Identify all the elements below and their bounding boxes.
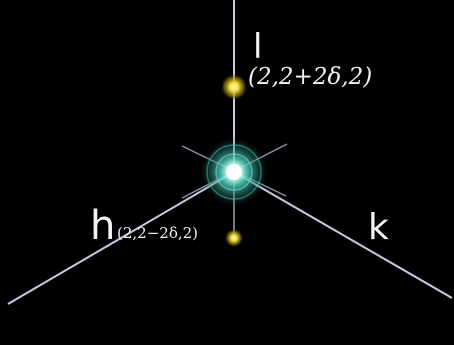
central-peak-core: [226, 164, 242, 180]
upper-satellite-peak: [221, 74, 247, 100]
k-axis-line: [234, 172, 452, 298]
h-axis-label: h: [90, 206, 115, 246]
lower-satellite-peak: [225, 229, 243, 247]
k-axis-label: k: [368, 210, 389, 246]
lower-peak-coordinate: (2,2−2δ,2): [117, 226, 198, 241]
upper-peak-coordinate: (2,2+2δ,2): [248, 66, 372, 89]
l-axis-label: l: [253, 30, 262, 64]
